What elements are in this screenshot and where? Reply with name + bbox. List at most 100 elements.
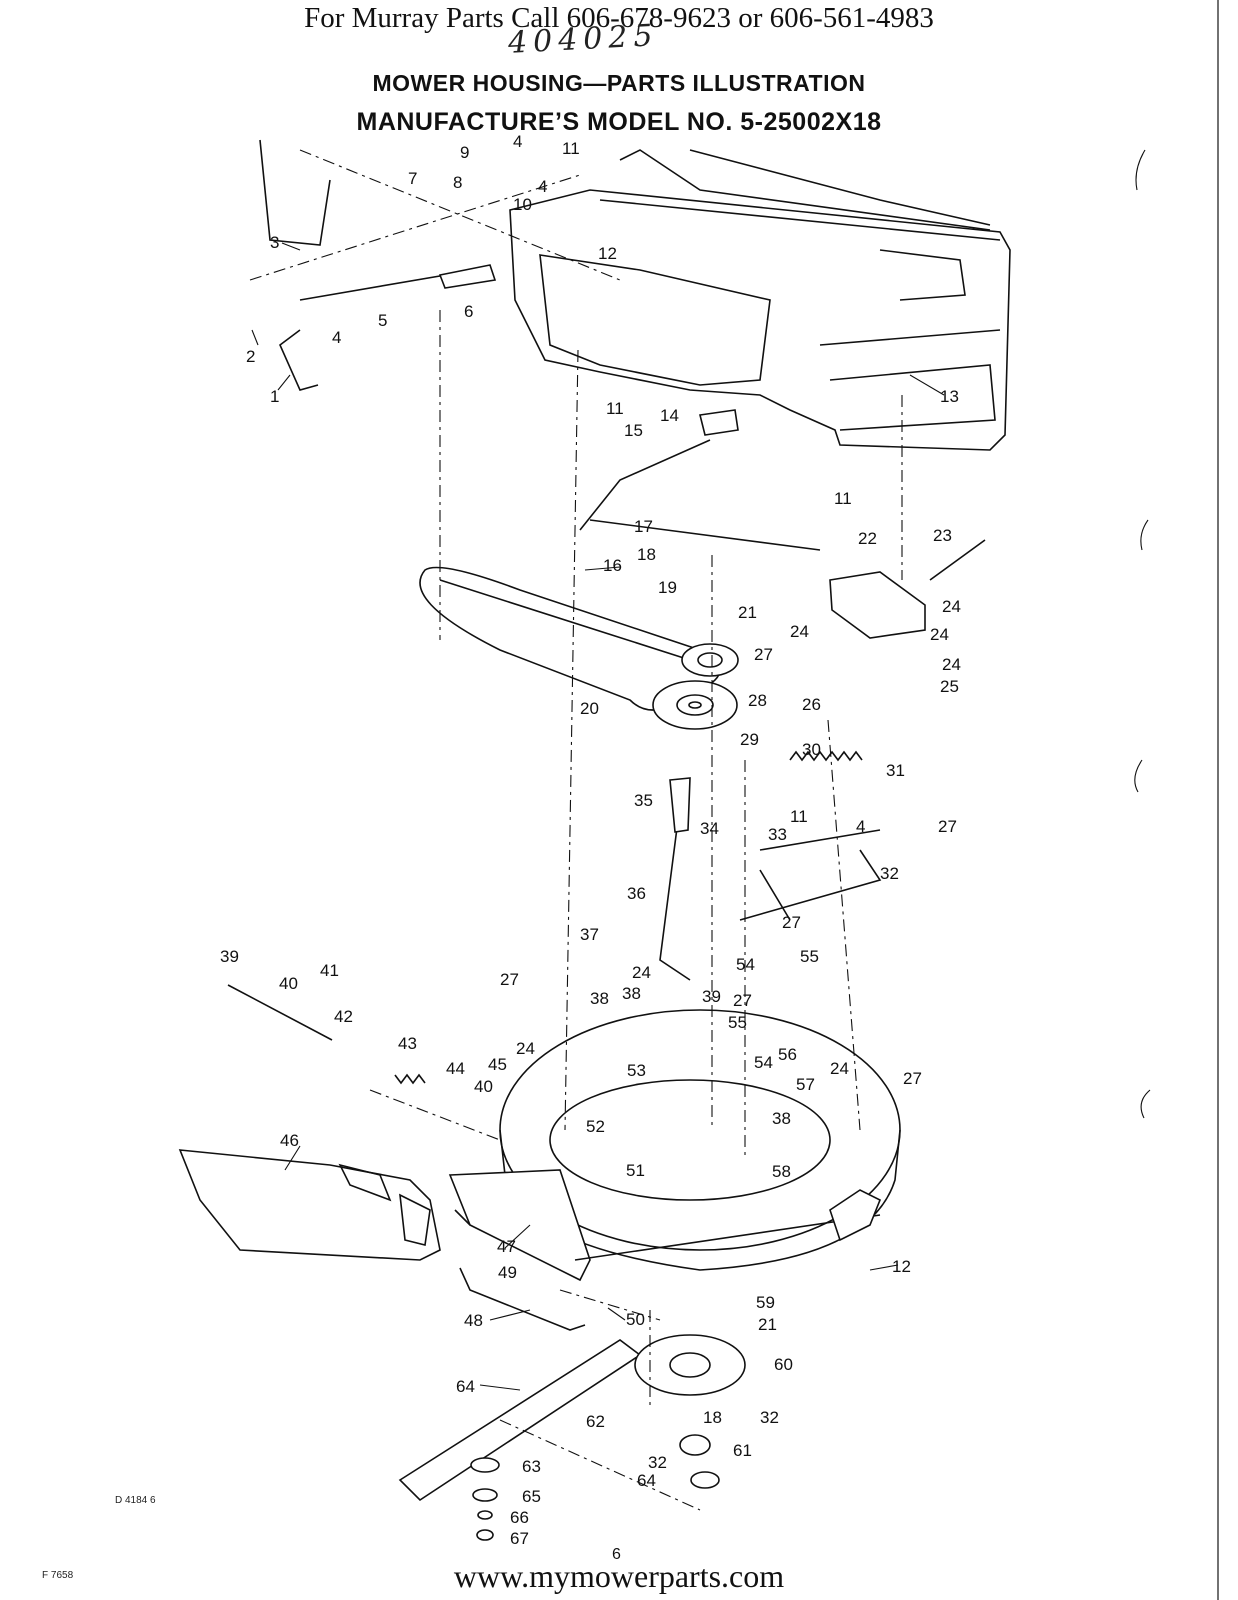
- callout-4: 4: [513, 132, 522, 151]
- pulley-28: [681, 643, 739, 677]
- scan-mark: [1135, 149, 1146, 191]
- callout-34: 33: [768, 825, 787, 844]
- callout-33: 32: [880, 864, 899, 883]
- spring-44: [394, 1073, 426, 1085]
- callout-23: 23: [933, 526, 952, 545]
- callout-57: 56: [778, 1045, 797, 1064]
- bracket-25: [829, 571, 926, 639]
- callout-27: 26: [802, 695, 821, 714]
- callout-31: 30: [802, 740, 821, 759]
- handle-36: [669, 777, 691, 833]
- discharge-chute: [178, 1149, 441, 1261]
- callout-45: 44: [446, 1059, 465, 1078]
- callout-8: 8: [453, 173, 462, 192]
- alignment-lines: [249, 149, 903, 1511]
- scan-mark: [1134, 759, 1143, 793]
- callout-13: 13: [940, 387, 959, 406]
- callout-19: 19: [658, 578, 677, 597]
- pulley-62: [679, 1434, 711, 1456]
- callout-32: 32: [648, 1453, 667, 1472]
- callout-27: 27: [733, 991, 752, 1010]
- form-code: F 7658: [42, 1570, 74, 1581]
- callout-12: 12: [892, 1257, 911, 1276]
- callout-65: 64: [456, 1377, 475, 1396]
- callout-21: 21: [738, 603, 757, 622]
- callout-24: 24: [516, 1039, 535, 1058]
- callout-5: 5: [378, 311, 387, 330]
- callout-27: 27: [903, 1069, 922, 1088]
- mower-deck-housing: [448, 1009, 901, 1282]
- callout-27: 27: [938, 817, 957, 836]
- tractor-frame: [259, 139, 1011, 451]
- callout-66: 65: [522, 1487, 541, 1506]
- callout-38: 38: [622, 984, 641, 1003]
- callout-39: 38: [590, 989, 609, 1008]
- callout-61: 60: [774, 1355, 793, 1374]
- callout-24: 24: [632, 963, 651, 982]
- callout-16: 16: [603, 556, 622, 575]
- callout-51: 50: [626, 1310, 645, 1329]
- spindle-61: [634, 1334, 746, 1396]
- callout-42: 41: [320, 961, 339, 980]
- rod-41: [227, 984, 333, 1041]
- callout-11: 11: [606, 399, 624, 418]
- website-footer[interactable]: www.mymowerparts.com: [453, 1558, 785, 1594]
- rod-37: [659, 819, 691, 981]
- callout-49: 48: [464, 1311, 483, 1330]
- bracket-14: [699, 409, 739, 436]
- lever-33: [739, 829, 882, 921]
- spring-31: [789, 750, 863, 762]
- callout-54: 54: [754, 1053, 773, 1072]
- callout-39: 39: [702, 987, 721, 1006]
- callout-24: 24: [790, 622, 809, 641]
- callout-22: 22: [858, 529, 877, 548]
- callout-55: 55: [728, 1013, 747, 1032]
- callout-32: 32: [760, 1408, 779, 1427]
- callout-40: 40: [474, 1077, 493, 1096]
- callout-6: 6: [464, 302, 473, 321]
- callout-1: 1: [270, 387, 279, 406]
- callout-7: 7: [408, 169, 417, 188]
- callout-4: 4: [332, 328, 341, 347]
- callout-38: 38: [772, 1109, 791, 1128]
- drawing-code: D 4184 6: [115, 1495, 156, 1506]
- callout-43: 42: [334, 1007, 353, 1026]
- callout-44: 43: [398, 1034, 417, 1053]
- rod-15-17: [579, 439, 821, 551]
- callout-50: 49: [498, 1263, 517, 1282]
- page-number: 6: [612, 1546, 621, 1563]
- callout-20: 20: [580, 699, 599, 718]
- callout-53: 52: [586, 1117, 605, 1136]
- callout-27: 27: [782, 913, 801, 932]
- callout-30: 29: [740, 730, 759, 749]
- bolt-23: [929, 539, 986, 581]
- callout-15: 15: [624, 421, 643, 440]
- callout-46: 45: [488, 1055, 507, 1074]
- callout-11: 11: [562, 139, 580, 158]
- callout-11: 11: [790, 807, 808, 826]
- callout-3: 3: [270, 233, 279, 252]
- scan-mark: [1140, 1089, 1151, 1119]
- washer-64b: [690, 1471, 720, 1489]
- callout-55: 54: [736, 955, 755, 974]
- callout-9: 9: [460, 143, 469, 162]
- callout-35: 34: [700, 819, 719, 838]
- callout-27: 27: [500, 970, 519, 989]
- bracket-49: [459, 1267, 586, 1331]
- callout-4: 4: [538, 177, 547, 196]
- callout-52: 51: [626, 1161, 645, 1180]
- nut-68: [476, 1529, 494, 1541]
- callout-38: 37: [580, 925, 599, 944]
- callout-67: 66: [510, 1508, 529, 1527]
- callout-62: 61: [733, 1441, 752, 1460]
- leader-lines: [251, 242, 945, 1391]
- washer-67: [477, 1510, 493, 1520]
- callout-11: 11: [834, 489, 852, 508]
- callout-18: 18: [637, 545, 656, 564]
- callout-24: 24: [830, 1059, 849, 1078]
- grip-6: [438, 264, 497, 289]
- callout-68: 67: [510, 1529, 529, 1548]
- callout-64: 64: [637, 1471, 656, 1490]
